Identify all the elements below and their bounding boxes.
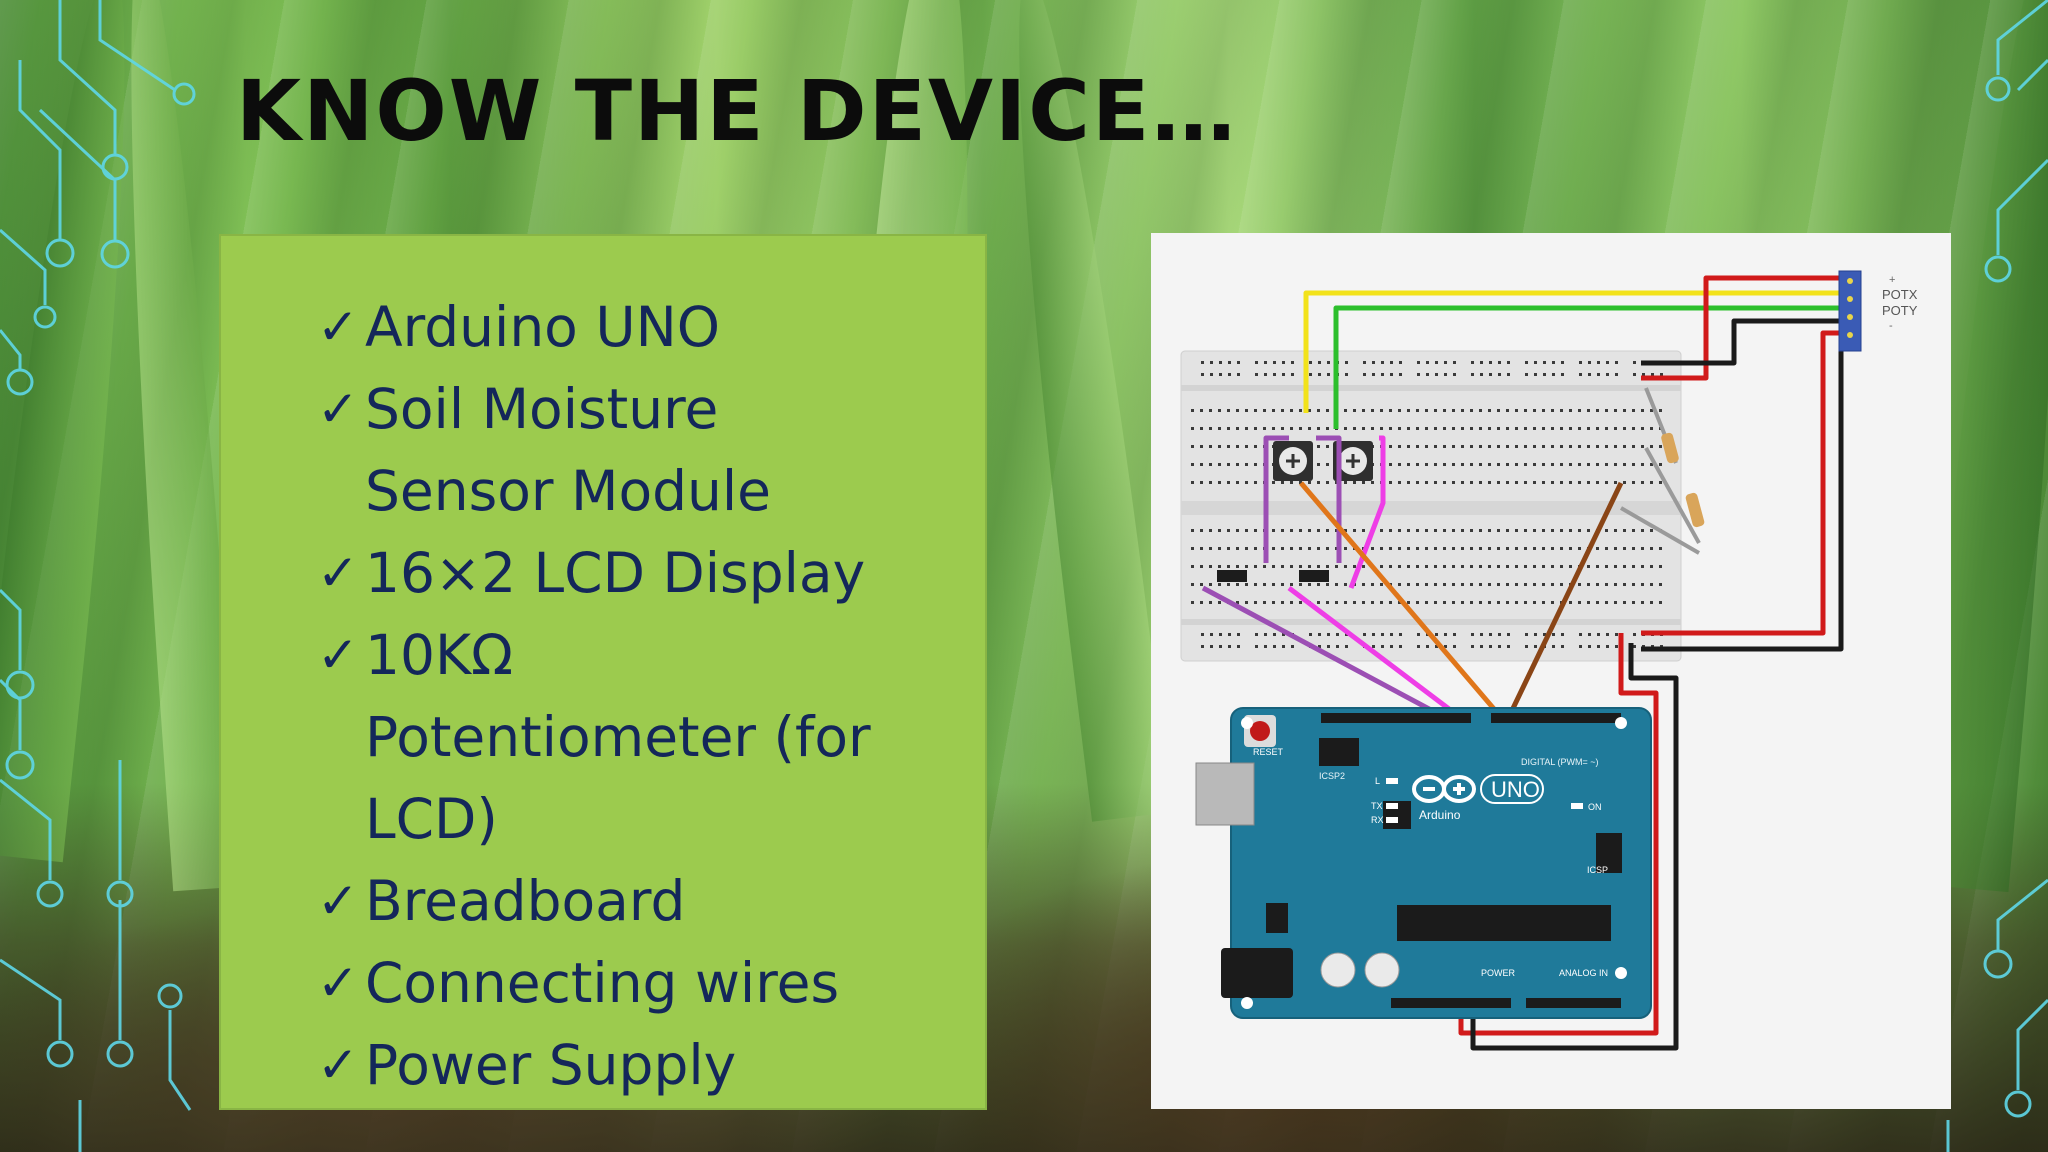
list-item-text: Arduino UNO — [365, 295, 721, 359]
list-item-text: Power Supply — [365, 1033, 737, 1097]
joystick-plus-label: + — [1889, 274, 1895, 286]
list-item-text: Breadboard — [365, 869, 686, 933]
power-header-label: POWER — [1481, 968, 1516, 978]
circuit-diagram: + POTX POTY - RESET DIGITAL (PWM= ~) ICS… — [1180, 270, 1918, 1051]
list-item-text: Soil Moisture Sensor Module — [365, 377, 772, 523]
digital-header — [1321, 713, 1471, 723]
circuit-decoration-right — [1946, 0, 2048, 1152]
wire-red — [1641, 330, 1841, 636]
on-led-label: ON — [1588, 802, 1602, 812]
component-list-panel: ✓Arduino UNO ✓Soil Moisture Sensor Modul… — [219, 234, 987, 1110]
digital-label: DIGITAL (PWM= ~) — [1521, 757, 1599, 767]
component-list: ✓Arduino UNO ✓Soil Moisture Sensor Modul… — [317, 286, 937, 1106]
microcontroller-chip — [1397, 905, 1611, 941]
board-brand-label: Arduino — [1419, 808, 1461, 822]
reset-button — [1250, 721, 1270, 741]
rx-led-label: RX — [1371, 815, 1384, 825]
list-item: ✓Connecting wires — [317, 942, 937, 1024]
list-item: ✓16×2 LCD Display — [317, 532, 937, 614]
wire-purple — [1201, 585, 1448, 721]
reset-label: RESET — [1253, 747, 1284, 757]
checkmark-icon: ✓ — [317, 626, 359, 684]
wire-purple — [1263, 435, 1289, 563]
digital-header — [1491, 713, 1621, 723]
list-item-text: 16×2 LCD Display — [365, 541, 866, 605]
icsp-header — [1596, 833, 1622, 873]
wire-red — [1458, 633, 1659, 1036]
potentiometer — [1273, 441, 1313, 481]
circuit-diagram-panel: + POTX POTY - RESET DIGITAL (PWM= ~) ICS… — [1151, 233, 1951, 1109]
checkmark-icon: ✓ — [317, 954, 359, 1012]
list-item: ✓Breadboard — [317, 860, 937, 942]
wire-yellow — [1303, 290, 1841, 413]
l-led-label: L — [1375, 776, 1380, 786]
analog-header — [1526, 998, 1621, 1008]
analog-header-label: ANALOG IN — [1559, 968, 1608, 978]
list-item: ✓10KΩ Potentiometer (for LCD) — [317, 614, 937, 860]
wire-red — [1641, 275, 1841, 381]
checkmark-icon: ✓ — [317, 544, 359, 602]
resistor — [1644, 447, 1705, 544]
joystick-minus-label: - — [1889, 320, 1893, 332]
checkmark-icon: ✓ — [317, 1036, 359, 1094]
wire-orange — [1299, 481, 1508, 725]
list-item: ✓Power Supply — [317, 1024, 937, 1106]
icsp2-label: ICSP2 — [1319, 771, 1345, 781]
slide-title: KNOW THE DEVICE… — [236, 62, 1238, 160]
wire-black — [1470, 643, 1679, 1051]
joystick-potx-label: POTX — [1882, 287, 1918, 302]
wire-magenta — [1287, 586, 1463, 720]
circuit-decoration-left — [0, 0, 196, 1152]
diode — [1299, 570, 1329, 582]
checkmark-icon: ✓ — [317, 298, 359, 356]
joystick-poty-label: POTY — [1882, 303, 1918, 318]
board-model-label: UNO — [1491, 777, 1540, 802]
checkmark-icon: ✓ — [317, 872, 359, 930]
joystick-header: + POTX POTY - — [1838, 270, 1918, 352]
wire-purple — [1316, 435, 1342, 563]
power-header — [1391, 998, 1511, 1008]
list-item: ✓Arduino UNO — [317, 286, 937, 368]
tx-led-label: TX — [1371, 801, 1383, 811]
checkmark-icon: ✓ — [317, 380, 359, 438]
diode — [1217, 570, 1247, 582]
arduino-logo-icon — [1412, 775, 1476, 803]
power-jack — [1221, 948, 1293, 998]
list-item-text: Connecting wires — [365, 951, 840, 1015]
wire-brown — [1503, 481, 1624, 725]
resistor — [1644, 387, 1679, 464]
icsp-label: ICSP — [1587, 865, 1608, 875]
wire-black — [1641, 318, 1841, 366]
list-item-text: 10KΩ Potentiometer (for LCD) — [365, 623, 871, 851]
arduino-board: RESET DIGITAL (PWM= ~) ICSP2 L TX RX — [1195, 707, 1652, 1019]
potentiometer — [1333, 441, 1373, 481]
icsp2-header — [1319, 738, 1359, 766]
list-item: ✓Soil Moisture Sensor Module — [317, 368, 937, 532]
wire-green — [1333, 305, 1841, 429]
usb-port — [1195, 762, 1255, 826]
wire-magenta — [1348, 435, 1386, 589]
wire-black — [1641, 345, 1844, 652]
